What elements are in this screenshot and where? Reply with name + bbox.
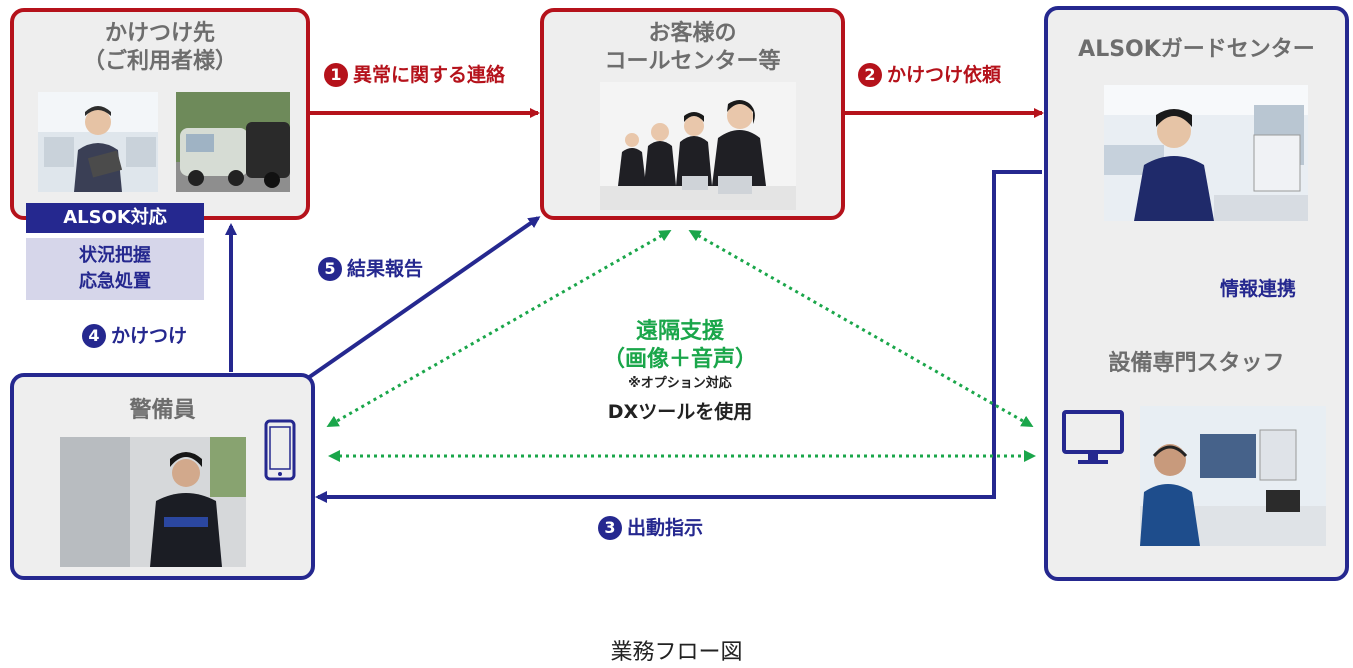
- guard-center-operator-photo: [1104, 85, 1308, 221]
- smartphone-icon: [264, 419, 296, 481]
- monitor-icon: [1062, 410, 1124, 466]
- step-2-label: 2 かけつけ依頼: [858, 62, 1001, 88]
- remote-link-callcenter-staff: [688, 230, 1034, 427]
- guard-center-box: ALSOKガードセンター 情報連携 設備専門スタッフ: [1044, 6, 1349, 581]
- facility-staff-photo: [1140, 406, 1326, 546]
- alsok-response-line-1: 状況把握: [79, 245, 151, 266]
- diagram-caption: 業務フロー図: [610, 640, 743, 665]
- customer-title-2: （ご利用者様）: [82, 49, 237, 74]
- remote-support-tool: DXツールを使用: [607, 401, 753, 423]
- customer-box: かけつけ先 （ご利用者様）: [10, 8, 310, 220]
- callcenter-title-2: コールセンター等: [604, 49, 781, 74]
- alsok-response-detail: 状況把握 応急処置: [26, 238, 204, 300]
- callcenter-operators-photo: [600, 82, 796, 210]
- step-4-number: 4: [82, 324, 106, 348]
- step-5-label: 5 結果報告: [318, 256, 423, 282]
- step-3-number: 3: [598, 516, 622, 540]
- step-3-text: 出動指示: [627, 517, 704, 539]
- guard-center-title: ALSOKガードセンター: [1078, 37, 1315, 62]
- remote-link-callcenter-guard: [326, 230, 672, 427]
- info-link-label: 情報連携: [1220, 278, 1297, 300]
- arrow-step-5: [306, 216, 541, 380]
- callcenter-box: お客様の コールセンター等: [540, 8, 845, 220]
- alsok-response-badge: ALSOK対応: [26, 203, 204, 233]
- callcenter-title-1: お客様の: [648, 21, 737, 46]
- guard-title: 警備員: [129, 398, 196, 423]
- customer-title-1: かけつけ先: [104, 21, 215, 46]
- step-1-text: 異常に関する連絡: [353, 64, 506, 86]
- step-4-label: 4 かけつけ: [82, 323, 187, 349]
- step-5-number: 5: [318, 257, 342, 281]
- step-2-text: かけつけ依頼: [887, 64, 1002, 86]
- step-3-label: 3 出動指示: [598, 515, 703, 541]
- remote-support-subtitle: （画像＋音声）: [602, 347, 757, 372]
- office-worker-photo: [38, 92, 158, 192]
- staff-title: 設備専門スタッフ: [1108, 351, 1285, 376]
- remote-support-note: ※オプション対応: [628, 376, 732, 391]
- step-1-number: 1: [324, 63, 348, 87]
- alsok-response-line-2: 応急処置: [79, 271, 151, 292]
- remote-support-block: 遠隔支援 （画像＋音声） ※オプション対応 DXツールを使用: [560, 318, 800, 426]
- step-5-text: 結果報告: [347, 258, 424, 280]
- security-guard-photo: [60, 437, 246, 567]
- car-accident-photo: [176, 92, 290, 192]
- guard-box: 警備員: [10, 373, 315, 580]
- step-1-label: 1 異常に関する連絡: [324, 62, 505, 88]
- step-4-text: かけつけ: [111, 325, 188, 347]
- step-2-number: 2: [858, 63, 882, 87]
- remote-support-title: 遠隔支援: [635, 319, 724, 344]
